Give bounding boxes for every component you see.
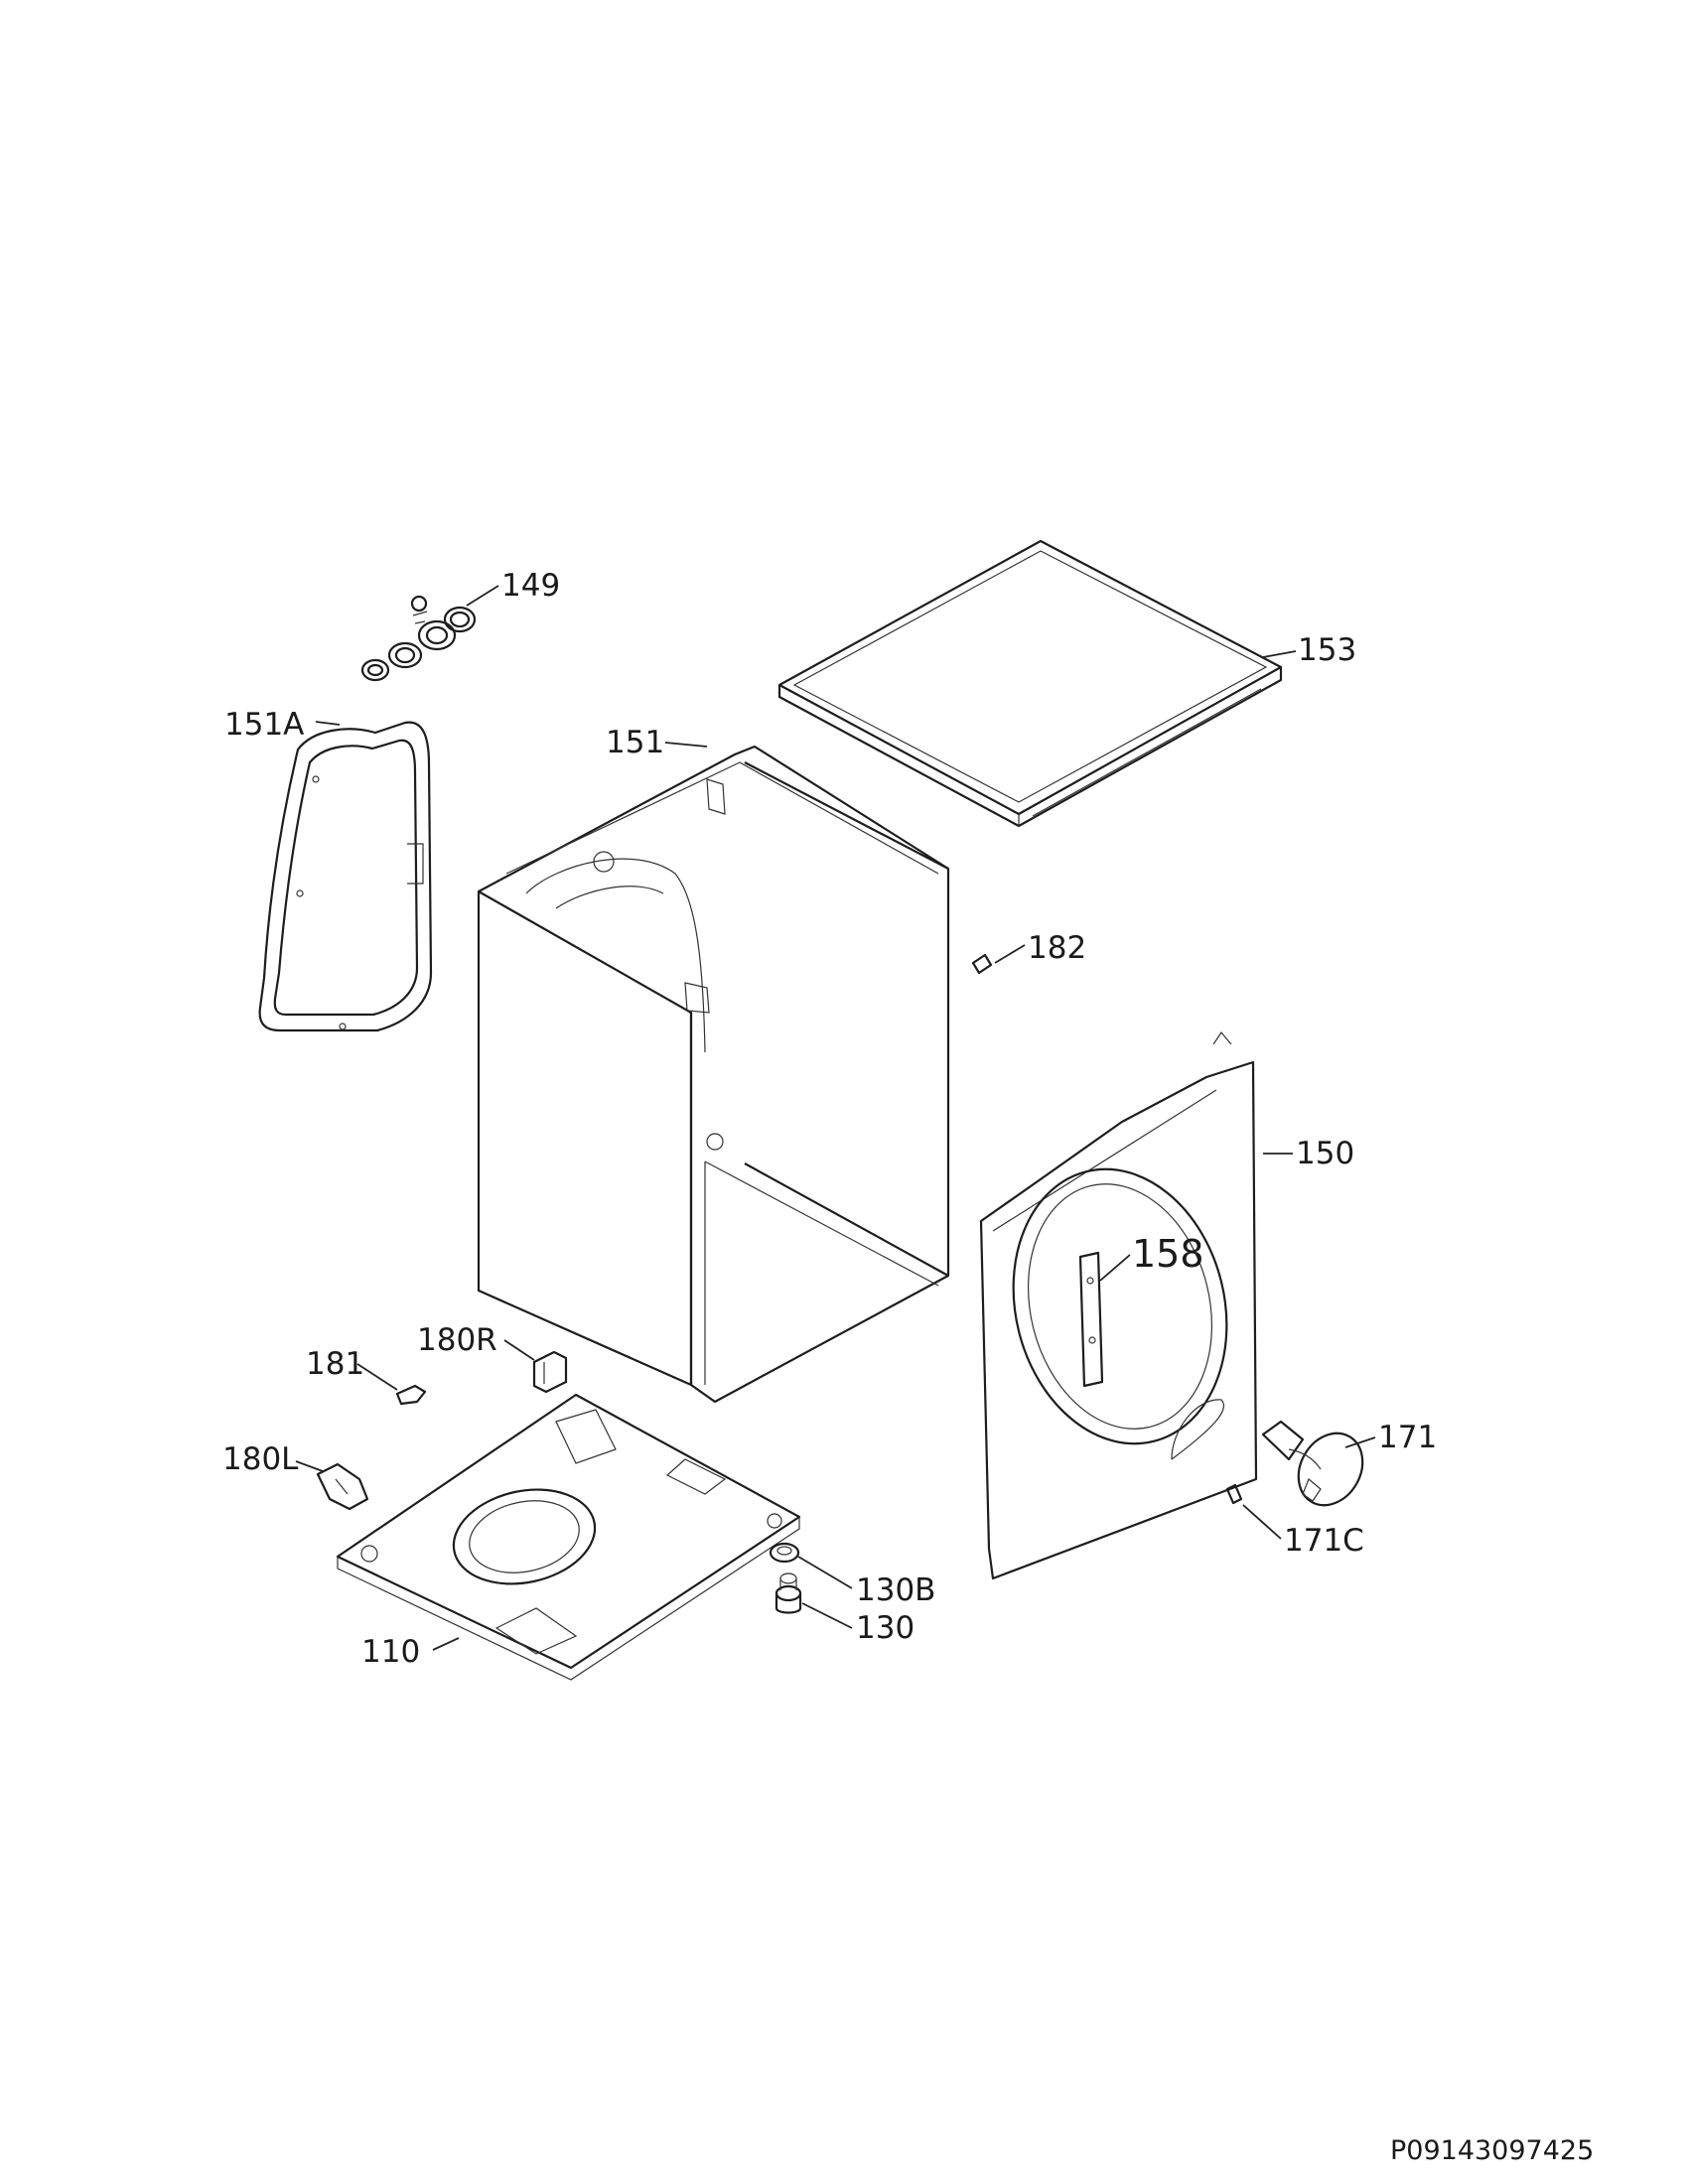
part-180R-bracket bbox=[532, 1350, 568, 1394]
callout-153: 153 bbox=[1298, 632, 1356, 668]
part-158-plate bbox=[1078, 1251, 1104, 1388]
callout-151A: 151A bbox=[224, 707, 304, 743]
callout-151: 151 bbox=[606, 725, 664, 760]
callout-110: 110 bbox=[361, 1634, 420, 1670]
callout-130: 130 bbox=[856, 1610, 914, 1646]
part-180L-bracket bbox=[316, 1462, 369, 1511]
callout-171C: 171C bbox=[1284, 1523, 1364, 1559]
part-153-top-panel bbox=[777, 539, 1283, 828]
part-151-cabinet-frame bbox=[477, 745, 950, 1404]
diagram-code: P09143097425 bbox=[1390, 2135, 1594, 2166]
part-171-knob bbox=[1261, 1420, 1364, 1507]
part-149-seal-set bbox=[360, 595, 477, 682]
callout-158: 158 bbox=[1132, 1232, 1204, 1276]
callout-182: 182 bbox=[1028, 930, 1086, 966]
callout-181: 181 bbox=[306, 1346, 364, 1382]
part-110-base-plate bbox=[336, 1393, 801, 1681]
callout-180R: 180R bbox=[417, 1322, 497, 1358]
part-130-foot bbox=[774, 1572, 802, 1614]
callout-149: 149 bbox=[501, 568, 560, 604]
callout-130B: 130B bbox=[856, 1572, 935, 1608]
callout-171: 171 bbox=[1378, 1420, 1437, 1455]
part-151A-gasket-ring bbox=[258, 721, 433, 1032]
callout-150: 150 bbox=[1296, 1136, 1354, 1171]
part-150-front-panel bbox=[979, 1030, 1258, 1580]
part-182-clip bbox=[971, 953, 993, 975]
callout-180L: 180L bbox=[222, 1441, 299, 1477]
part-171C-pin bbox=[1225, 1483, 1243, 1505]
part-181-plate bbox=[395, 1384, 427, 1406]
part-130B-nut bbox=[769, 1542, 800, 1564]
